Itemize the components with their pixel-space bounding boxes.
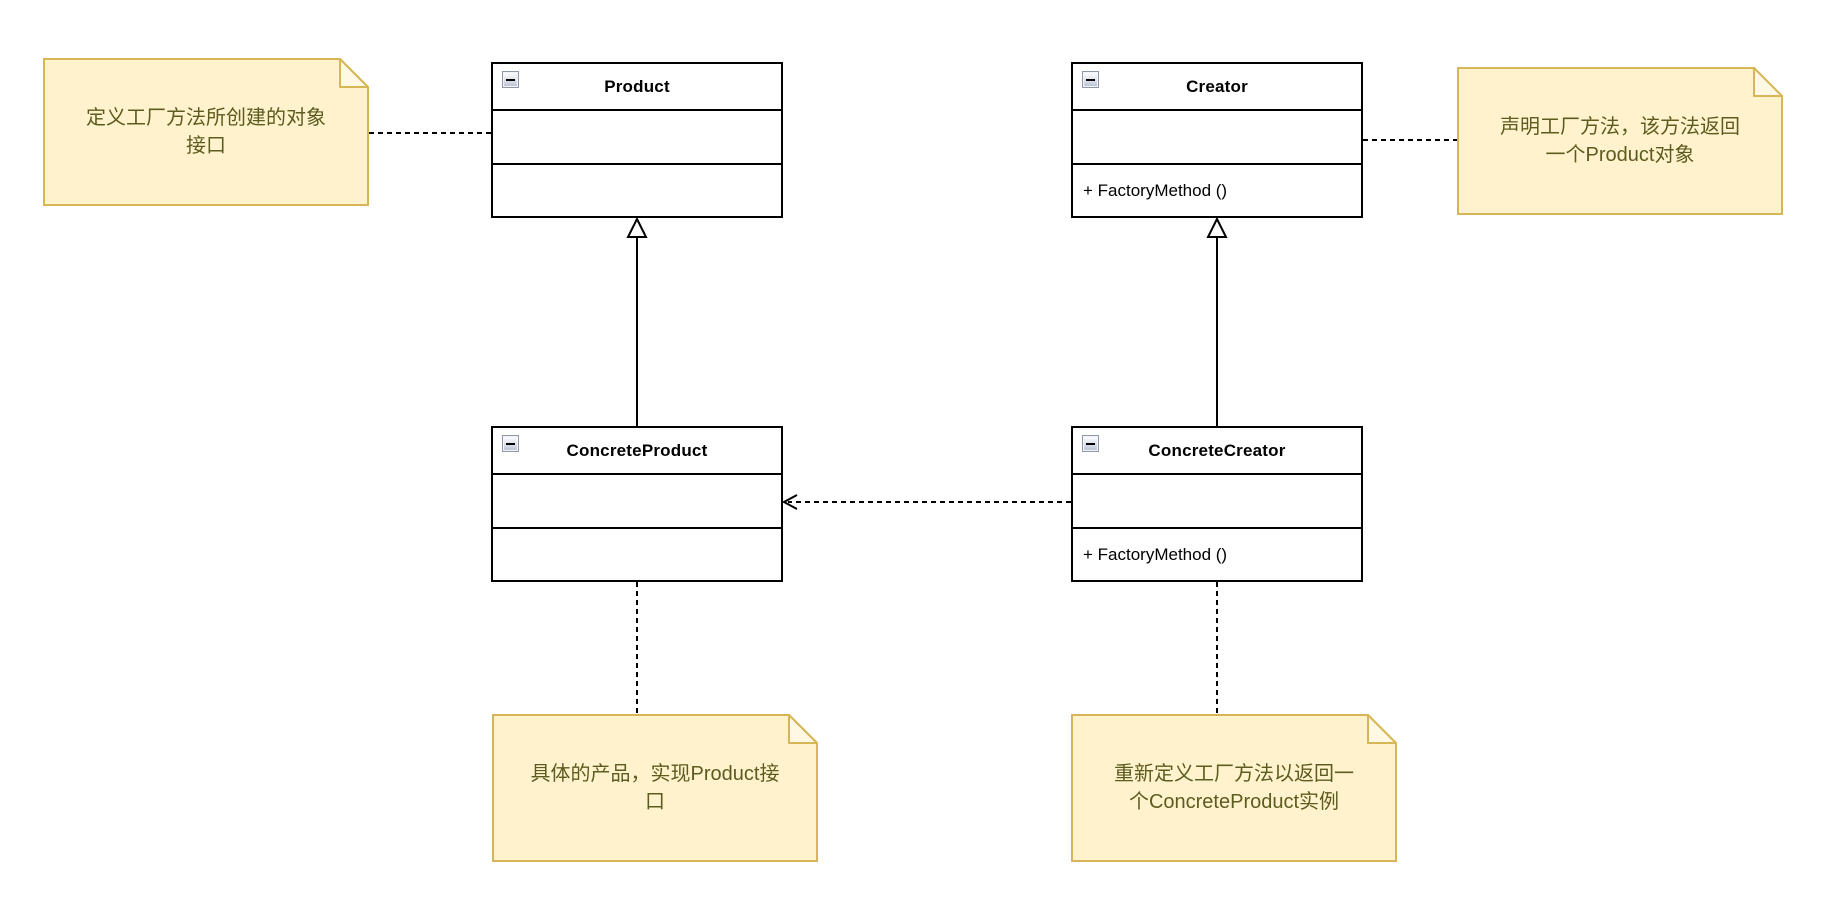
class-creator-methods: + FactoryMethod () <box>1073 165 1361 216</box>
note-text: 重新定义工厂方法以返回一 个ConcreteProduct实例 <box>1114 763 1354 813</box>
minus-icon <box>506 78 515 81</box>
open-arrowhead <box>781 494 798 510</box>
note-shape <box>1071 714 1397 862</box>
class-title: Creator <box>1186 76 1248 96</box>
hollow-triangle-arrowhead <box>1206 216 1228 238</box>
minus-icon <box>1086 442 1095 445</box>
class-concrete-creator-header: ConcreteCreator <box>1073 428 1361 475</box>
collapse-icon[interactable] <box>502 71 519 88</box>
note-fold-corner <box>1367 714 1397 744</box>
class-title: Product <box>604 76 670 96</box>
class-concrete-creator-methods: + FactoryMethod () <box>1073 529 1361 580</box>
edge-dependency-concrete-creator-concrete-product[interactable] <box>781 494 1071 510</box>
class-product-attributes <box>493 111 781 165</box>
class-concrete-creator-attributes <box>1073 475 1361 529</box>
collapse-icon[interactable] <box>502 435 519 452</box>
note-fold-corner <box>339 58 369 88</box>
hollow-triangle-arrowhead <box>626 216 648 238</box>
class-concrete-product-methods <box>493 529 781 580</box>
collapse-icon[interactable] <box>1082 71 1099 88</box>
note-concrete-product[interactable]: 具体的产品，实现Product接 口 <box>492 714 818 862</box>
collapse-icon[interactable] <box>1082 435 1099 452</box>
note-text: 声明工厂方法，该方法返回 一个Product对象 <box>1500 116 1740 166</box>
edge-generalization-concrete-creator[interactable] <box>1206 216 1228 426</box>
note-text: 定义工厂方法所创建的对象 接口 <box>86 107 326 157</box>
note-concrete-creator[interactable]: 重新定义工厂方法以返回一 个ConcreteProduct实例 <box>1071 714 1397 862</box>
class-creator[interactable]: Creator + FactoryMethod () <box>1071 62 1363 218</box>
minus-icon <box>1086 78 1095 81</box>
class-creator-header: Creator <box>1073 64 1361 111</box>
method-label: + FactoryMethod () <box>1083 180 1228 200</box>
minus-icon <box>506 442 515 445</box>
class-concrete-product-header: ConcreteProduct <box>493 428 781 475</box>
class-concrete-product[interactable]: ConcreteProduct <box>491 426 783 582</box>
note-product[interactable]: 定义工厂方法所创建的对象 接口 <box>43 58 369 206</box>
class-title: ConcreteProduct <box>566 440 708 460</box>
note-shape <box>1457 67 1783 215</box>
method-label: + FactoryMethod () <box>1083 544 1228 564</box>
note-fold-corner <box>1753 67 1783 97</box>
note-shape <box>492 714 818 862</box>
class-concrete-product-attributes <box>493 475 781 529</box>
edge-generalization-concrete-product[interactable] <box>626 216 648 426</box>
note-shape <box>43 58 369 206</box>
note-creator[interactable]: 声明工厂方法，该方法返回 一个Product对象 <box>1457 67 1783 215</box>
note-fold-corner <box>788 714 818 744</box>
class-product-methods <box>493 165 781 216</box>
class-creator-attributes <box>1073 111 1361 165</box>
class-product-header: Product <box>493 64 781 111</box>
class-concrete-creator[interactable]: ConcreteCreator + FactoryMethod () <box>1071 426 1363 582</box>
class-product[interactable]: Product <box>491 62 783 218</box>
class-title: ConcreteCreator <box>1148 440 1286 460</box>
note-text: 具体的产品，实现Product接 口 <box>530 763 780 813</box>
